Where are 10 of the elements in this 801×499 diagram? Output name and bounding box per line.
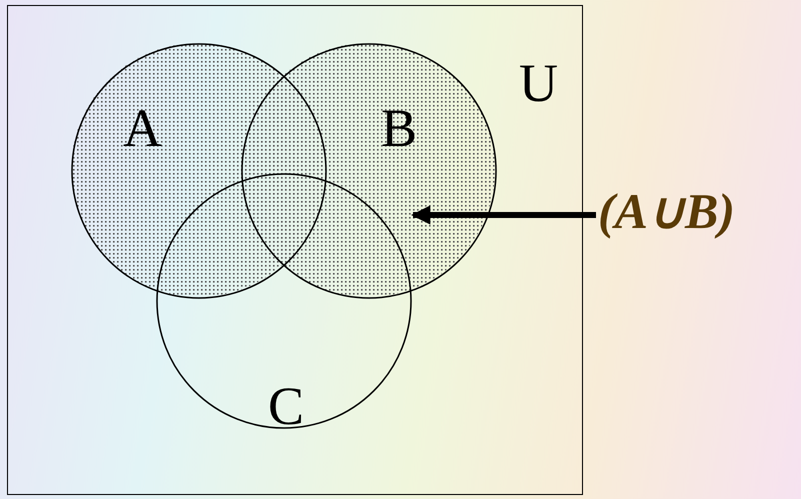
set-label: A: [123, 101, 162, 155]
set-label: B: [381, 101, 418, 155]
set-circle: [156, 173, 412, 429]
universal-set-box: [7, 5, 583, 495]
set-circle: [241, 43, 497, 299]
set-label: C: [268, 379, 304, 433]
expression-label: (A∪B): [598, 186, 735, 236]
set-circle: [71, 43, 327, 299]
set-label: U: [519, 56, 558, 110]
arrow: [411, 205, 596, 225]
